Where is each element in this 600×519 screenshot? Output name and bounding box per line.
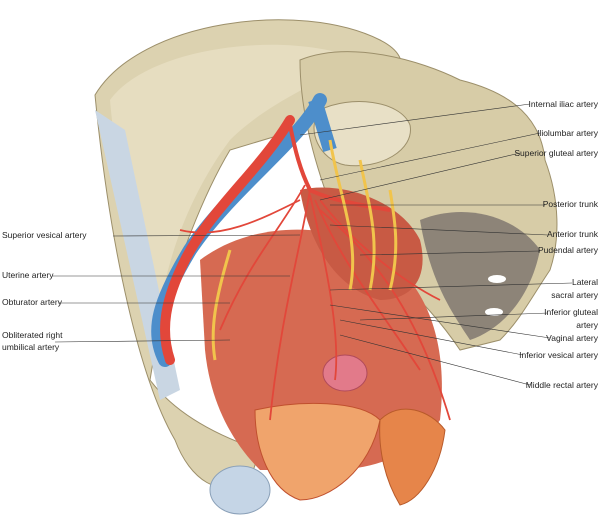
sacrum-shadow bbox=[420, 211, 540, 340]
pubic-bone bbox=[209, 465, 271, 515]
label-uterine-artery: Uterine artery bbox=[2, 270, 54, 280]
label-lateral-sacral-artery-line1: Lateral bbox=[572, 277, 598, 287]
label-iliolumbar-artery: Iliolumbar artery bbox=[537, 128, 598, 138]
label-lateral-sacral-artery-line2: sacral artery bbox=[551, 290, 598, 300]
label-obliterated-umbilical-artery-line2: umbilical artery bbox=[2, 342, 60, 352]
label-obliterated-umbilical-artery-line1: Obliterated right bbox=[2, 330, 63, 340]
leader-lines bbox=[52, 103, 573, 386]
label-pudendal-artery: Pudendal artery bbox=[537, 245, 598, 255]
label-obturator-artery: Obturator artery bbox=[2, 297, 62, 307]
rectum bbox=[379, 408, 446, 506]
label-inferior-vesical-artery: Inferior vesical artery bbox=[519, 350, 598, 360]
common-iliac-vein bbox=[308, 97, 337, 153]
label-vaginal-artery: Vaginal artery bbox=[546, 333, 598, 343]
label-superior-gluteal-artery: Superior gluteal artery bbox=[514, 148, 598, 158]
label-inferior-gluteal-artery-line1: Inferior gluteal bbox=[544, 307, 598, 317]
uterus bbox=[322, 354, 368, 392]
label-internal-iliac-artery: Internal iliac artery bbox=[528, 99, 598, 109]
sacral-plexus-nerves bbox=[211, 139, 398, 361]
external-iliac-artery bbox=[160, 115, 295, 365]
lumbar-vertebra bbox=[313, 101, 411, 167]
label-superior-vesical-artery: Superior vesical artery bbox=[2, 230, 87, 240]
artery-branches bbox=[179, 184, 451, 421]
sacral-foramen bbox=[488, 275, 506, 283]
iliac-fossa bbox=[110, 44, 360, 310]
label-posterior-trunk: Posterior trunk bbox=[542, 199, 598, 209]
sacral-foramen bbox=[485, 308, 503, 316]
bladder bbox=[254, 402, 381, 501]
label-anterior-trunk: Anterior trunk bbox=[546, 229, 598, 239]
label-inferior-gluteal-artery-line2: artery bbox=[576, 320, 598, 330]
label-middle-rectal-artery: Middle rectal artery bbox=[525, 380, 598, 390]
